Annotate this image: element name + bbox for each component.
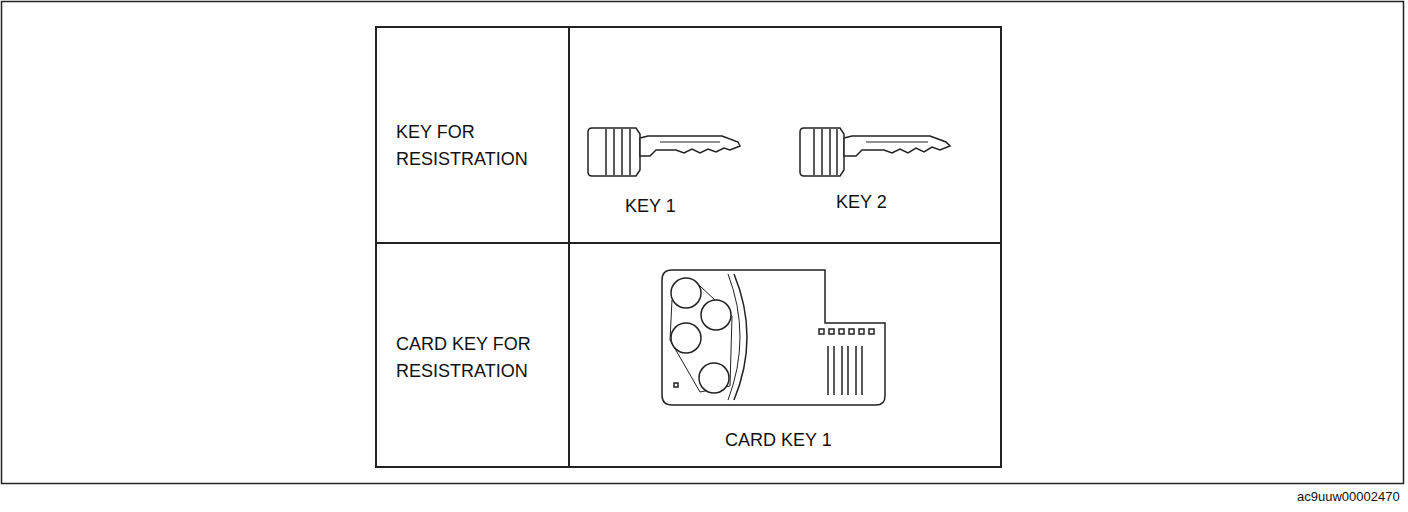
key-illustration (800, 128, 950, 176)
contact-pad (839, 329, 844, 334)
figure-id: ac9uuw00002470 (1297, 489, 1400, 504)
table-divider (568, 27, 570, 467)
contact-pad (869, 329, 874, 334)
key-illustration (588, 128, 740, 176)
table-border (376, 27, 1001, 467)
key-label: KEY 2 (836, 189, 887, 216)
key-label: KEY 1 (625, 193, 676, 220)
card-key-illustration (662, 270, 885, 405)
outer-frame (2, 2, 1404, 484)
row-heading: CARD KEY FOR RESISTRATION (396, 331, 561, 385)
row-heading: KEY FOR RESISTRATION (396, 119, 561, 173)
contact-pad (819, 329, 824, 334)
contact-pad (859, 329, 864, 334)
card-key-label: CARD KEY 1 (725, 427, 832, 454)
contact-pad (829, 329, 834, 334)
contact-pad (849, 329, 854, 334)
table-divider (376, 242, 1001, 244)
